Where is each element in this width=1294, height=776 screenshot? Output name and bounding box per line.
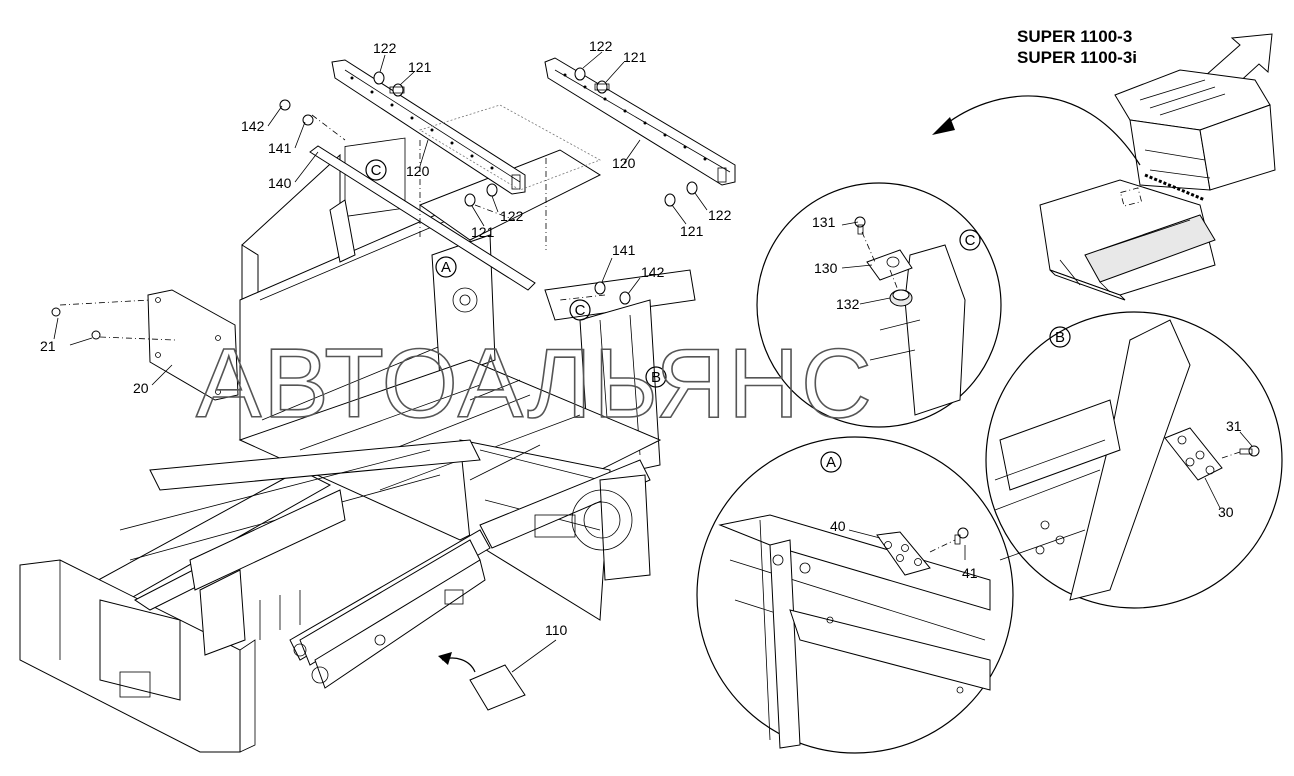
- label-140: 140: [268, 175, 292, 191]
- label-21-a: 21: [40, 338, 56, 354]
- label-plate-110: [438, 652, 526, 711]
- label-121-a: 121: [408, 59, 432, 75]
- svg-text:C: C: [965, 232, 976, 249]
- main-frame-assembly: [19, 137, 696, 753]
- callout-c-main-2: C: [569, 299, 591, 321]
- label-120-b: 120: [612, 155, 636, 171]
- bolt-set-121-122: [51, 67, 698, 340]
- label-40: 40: [830, 518, 846, 534]
- svg-text:C: C: [575, 302, 586, 319]
- label-122-c: 122: [500, 208, 524, 224]
- detail-b-circle: [985, 311, 1283, 609]
- watermark: АВТОАЛЬЯНС: [196, 328, 874, 438]
- label-131: 131: [812, 214, 836, 230]
- callout-c-detail: C: [959, 229, 981, 251]
- label-20: 20: [133, 380, 149, 396]
- label-142-a: 142: [241, 118, 265, 134]
- svg-text:C: C: [371, 162, 382, 179]
- label-121-c: 121: [471, 224, 495, 240]
- leader-lines: [53, 51, 1253, 673]
- svg-text:A: A: [441, 259, 451, 276]
- callout-c-main: C: [365, 159, 387, 181]
- sealing-strip-140: [309, 145, 536, 291]
- title-line-2: SUPER 1100-3i: [1017, 48, 1137, 67]
- reference-arrow-icon: [932, 95, 1141, 166]
- label-31: 31: [1226, 418, 1242, 434]
- label-110: 110: [545, 622, 568, 638]
- label-120-a: 120: [406, 163, 430, 179]
- label-121-b: 121: [623, 49, 647, 65]
- svg-text:B: B: [651, 369, 661, 386]
- label-41: 41: [962, 565, 978, 581]
- detail-a-circle: [696, 436, 1014, 754]
- title-line-1: SUPER 1100-3: [1017, 27, 1132, 46]
- mounting-rail-right: [544, 57, 736, 186]
- label-141-a: 141: [268, 140, 292, 156]
- detail-c-circle: [756, 182, 1002, 428]
- label-141-b: 141: [612, 242, 636, 258]
- callout-a-detail: A: [820, 451, 842, 473]
- callout-b-main: B: [645, 366, 667, 388]
- label-122-a: 122: [373, 40, 397, 56]
- paver-overview-illustration: [1039, 69, 1276, 301]
- callout-a-main: A: [435, 256, 457, 278]
- label-121-d: 121: [680, 223, 704, 239]
- cover-plate-20: [147, 289, 239, 401]
- label-30: 30: [1218, 504, 1234, 520]
- svg-text:A: A: [826, 454, 836, 471]
- label-122-d: 122: [708, 207, 732, 223]
- label-130: 130: [814, 260, 838, 276]
- label-122-b: 122: [589, 38, 613, 54]
- part-labels: 122 121 122 121 142 141 140 120 120 122 …: [40, 38, 1242, 638]
- label-132: 132: [836, 296, 860, 312]
- svg-text:B: B: [1055, 329, 1065, 346]
- callout-b-detail: B: [1049, 326, 1071, 348]
- label-142-b: 142: [641, 264, 665, 280]
